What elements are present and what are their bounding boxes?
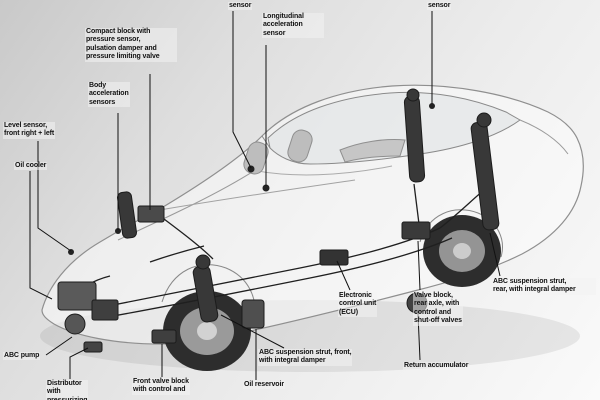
rear-wheel [423,215,501,287]
label-front-valve-block: Front valve block with control and [132,378,190,395]
label-abc-pump: ABC pump [3,352,41,361]
label-oil-cooler: Oil cooler [14,162,48,171]
label-ecu: Electronic control unit (ECU) [338,292,378,318]
label-valve-block-rear: Valve block, rear axle, with control and… [413,292,463,326]
label-return-accumulator: Return accumulator [403,362,470,371]
label-compact-block: Compact block with pressure sensor, puls… [85,28,177,62]
label-longitudinal-acceleration-sensor: Longitudinal acceleration sensor [262,13,324,39]
hydraulic-components [57,205,431,353]
label-abc-strut-front: ABC suspension strut, front, with integr… [258,349,353,366]
front-wheel [163,291,251,371]
label-distributor: Distributor with pressurizing [46,380,89,400]
suspension-struts [117,88,500,323]
label-abc-strut-rear: ABC suspension strut, rear, with integra… [492,278,596,295]
hydraulic-lines [69,183,485,319]
car-greenhouse [267,91,521,165]
label-oil-reservoir: Oil reservoir [243,381,285,390]
label-sensor-top-left: sensor [228,2,253,11]
label-body-acceleration-sensors: Body acceleration sensors [88,82,130,108]
label-sensor-top-right: sensor [427,2,452,11]
label-level-sensor: Level sensor, front right + left [3,122,56,139]
